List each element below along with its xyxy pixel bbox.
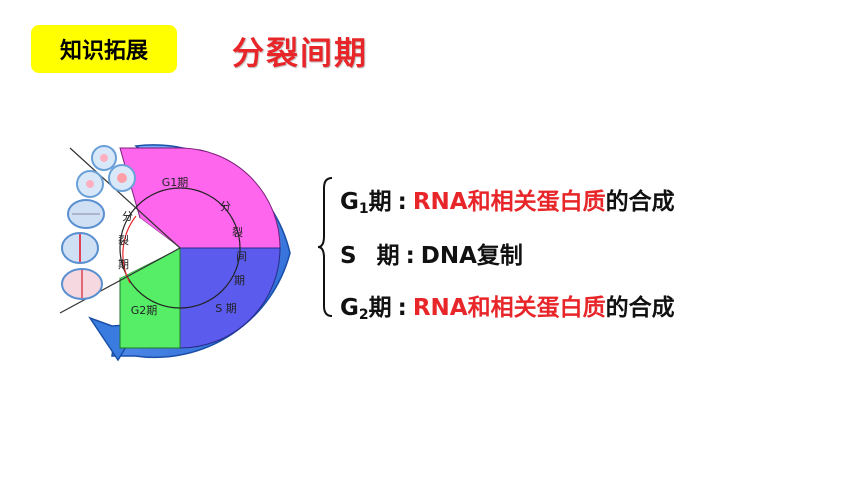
m-phase-notch (120, 218, 180, 278)
mphase-char-2: 裂 (118, 234, 129, 247)
cell-cycle-diagram: G1期 分 裂 间 期 S 期 G2期 分 裂 期 (59, 144, 291, 362)
interphase-char-2: 裂 (232, 226, 243, 239)
interphase-char-3: 间 (236, 250, 247, 263)
s-sector (179, 247, 281, 349)
mphase-char-1: 分 (122, 210, 133, 223)
page-title: 分裂间期 (232, 34, 369, 72)
g2-label: G2期 (131, 304, 158, 317)
curly-brace (318, 177, 333, 317)
mphase-char-3: 期 (118, 258, 129, 271)
topic-badge: 知识拓展 (31, 25, 177, 73)
boundary-line-lower (59, 247, 181, 314)
interphase-char-1: 分 (220, 200, 231, 213)
note-g2: G2期:RNA和相关蛋白质的合成 (340, 295, 675, 323)
boundary-line (69, 147, 181, 249)
cell-images (61, 145, 136, 300)
inner-ring (119, 187, 241, 309)
s-label: S 期 (215, 302, 236, 315)
note-g1: G1期:RNA和相关蛋白质的合成 (340, 189, 675, 217)
interphase-char-4: 期 (234, 274, 245, 287)
g1-sector (119, 147, 281, 249)
g1-label: G1期 (162, 176, 189, 189)
